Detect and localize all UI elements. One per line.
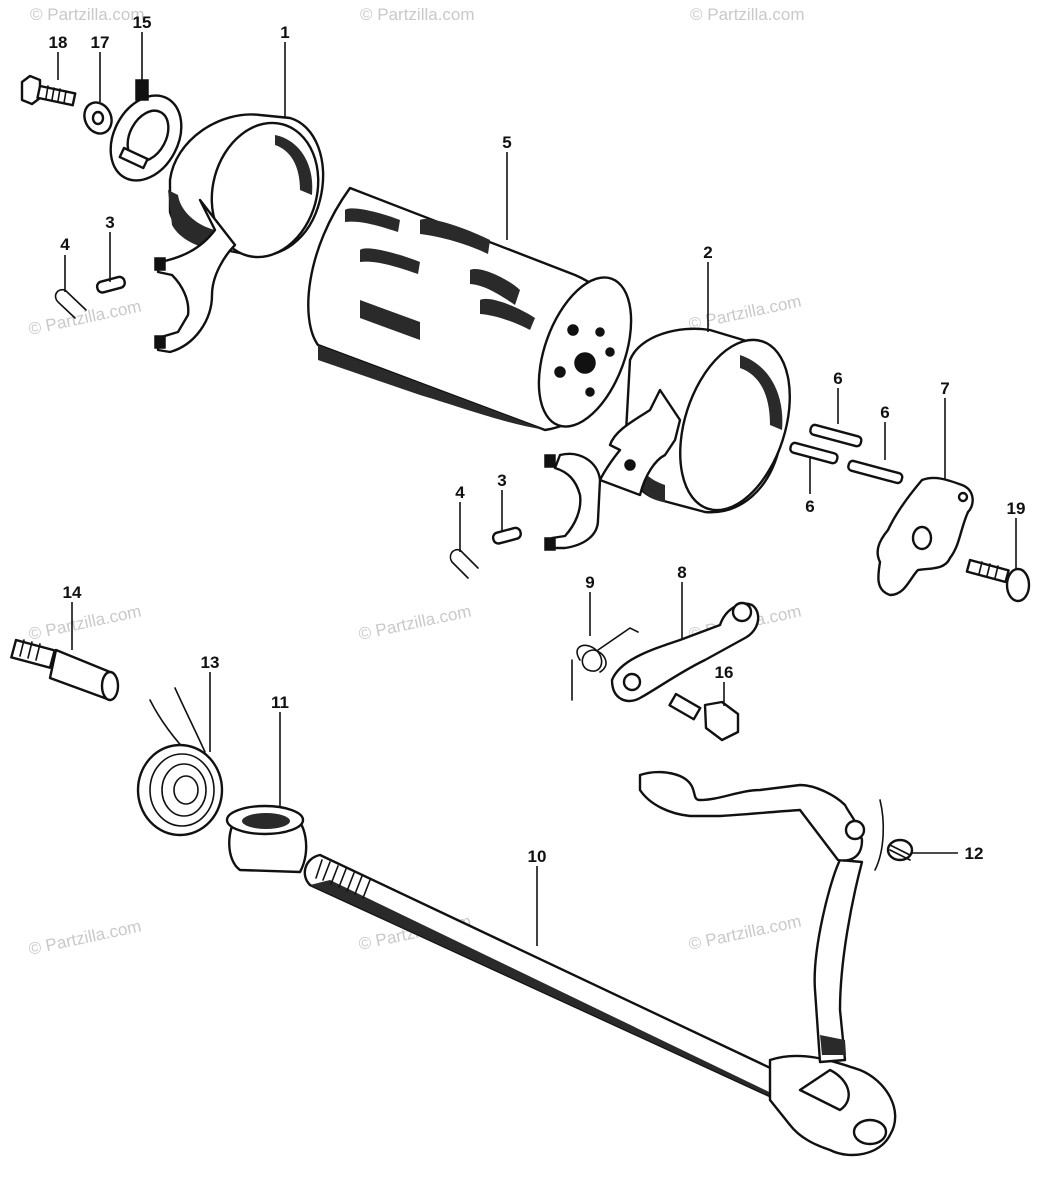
- leader-lines: [57, 32, 1017, 946]
- callout-13: 13: [201, 653, 220, 672]
- part-8-stopper-arm: [610, 601, 760, 703]
- part-18-bolt: [20, 74, 77, 107]
- watermark-text: © Partzilla.com: [357, 602, 473, 644]
- callout-4: 4: [60, 235, 70, 254]
- part-16-bolt: [668, 692, 740, 742]
- part-17-washer: [83, 101, 113, 135]
- callout-16: 16: [715, 663, 734, 682]
- part-1-shift-fork: [154, 113, 325, 354]
- callout-18: 18: [49, 33, 68, 52]
- watermark-text: © Partzilla.com: [27, 917, 143, 959]
- callout-14: 14: [63, 583, 82, 602]
- part-19-screw: [965, 558, 1031, 603]
- watermark-text: © Partzilla.com: [27, 602, 143, 644]
- callout-19: 19: [1007, 499, 1026, 518]
- part-15-stopper-plate: [109, 79, 183, 182]
- part-4-clip: [449, 548, 479, 579]
- part-13-return-spring: [136, 687, 224, 837]
- part-5-shift-drum: [307, 186, 633, 432]
- callout-10: 10: [528, 847, 547, 866]
- callout-6: 6: [880, 403, 889, 422]
- part-6-pins: [789, 423, 904, 485]
- part-14-stud-bolt: [10, 638, 120, 702]
- callout-11: 11: [271, 693, 289, 712]
- watermark-text: © Partzilla.com: [687, 912, 803, 954]
- callout-2: 2: [703, 243, 712, 262]
- part-2-shift-fork: [544, 327, 791, 551]
- part-12-spring: [886, 838, 914, 862]
- watermark-text: © Partzilla.com: [30, 5, 145, 24]
- callout-9: 9: [585, 573, 594, 592]
- callout-8: 8: [677, 563, 686, 582]
- part-7-plate: [876, 476, 974, 597]
- callout-6: 6: [805, 497, 814, 516]
- part-9-spring: [571, 627, 639, 701]
- part-3-pin: [491, 526, 522, 545]
- watermark-text: © Partzilla.com: [360, 5, 475, 24]
- callout-12: 12: [965, 844, 984, 863]
- callout-3: 3: [105, 213, 114, 232]
- watermark-text: © Partzilla.com: [690, 5, 805, 24]
- watermark-text: © Partzilla.com: [27, 297, 143, 339]
- callout-labels: 18 17 15 1 5 2 3 4 3 4 6 6 6 7 19 9 8 16…: [49, 13, 1026, 866]
- callout-3: 3: [497, 471, 506, 490]
- part-10-gearshift-spindle: [303, 770, 897, 1157]
- watermark-text: © Partzilla.com: [687, 292, 803, 334]
- callout-1: 1: [280, 23, 289, 42]
- callout-6: 6: [833, 369, 842, 388]
- part-11-collar: [225, 804, 308, 874]
- callout-7: 7: [940, 379, 949, 398]
- callout-5: 5: [502, 133, 511, 152]
- callout-17: 17: [91, 33, 110, 52]
- callout-15: 15: [133, 13, 152, 32]
- callout-4: 4: [455, 483, 465, 502]
- part-3-pin: [95, 275, 126, 294]
